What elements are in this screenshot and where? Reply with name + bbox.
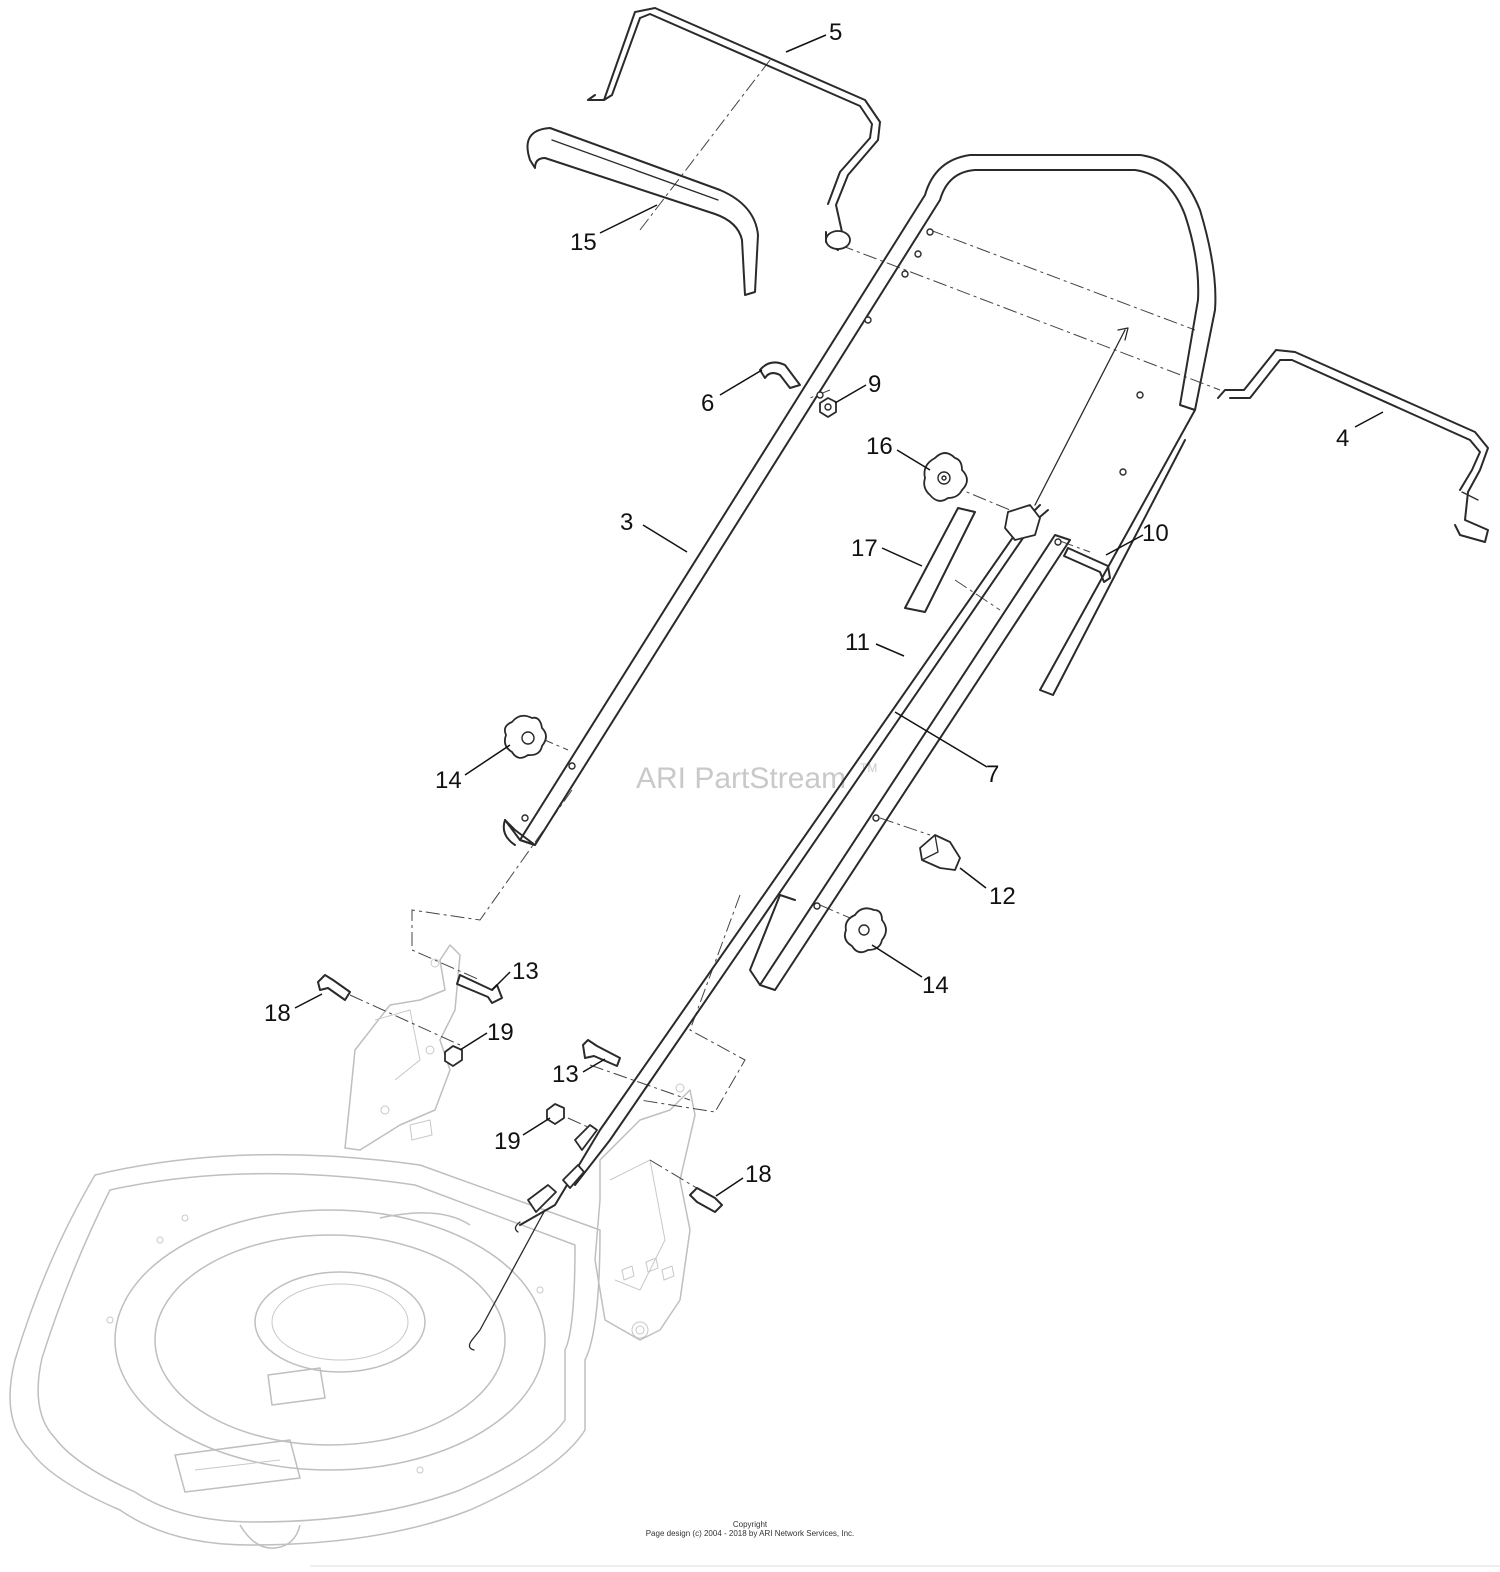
callout-label: 12 [989,883,1016,910]
callout-label: 6 [701,390,714,417]
callout-labels: 5 15 6 9 4 16 3 10 17 11 7 14 12 14 13 1… [264,19,1349,1188]
part-18-pin-left [317,974,351,1001]
callout-label: 10 [1142,520,1169,547]
callout-label: 11 [845,629,870,656]
callout-label: 13 [552,1061,579,1088]
part-4-lower-bail [1217,349,1489,543]
callout-label: 16 [866,433,893,460]
footer-page-design: Page design (c) 2004 - 2018 by ARI Netwo… [645,1529,855,1538]
part-7-lower-handle [749,534,1071,991]
callout-label: 19 [487,1019,514,1046]
part-9-nut [819,397,837,418]
callout-label: 7 [986,761,999,788]
callout-label: 18 [745,1161,772,1188]
part-10-bolt [1063,547,1111,583]
watermark-tm: TM [860,761,877,775]
callout-label: 18 [264,1000,291,1027]
cable-clip-upper [1004,504,1041,541]
part-12-cable-clip [919,834,961,871]
part-13-bolt-upper [456,974,503,1004]
left-handle-bracket [344,944,461,1151]
part-15-handle-grip [526,127,759,296]
leader-lines [294,34,1384,1197]
right-handle-bracket [594,1083,696,1341]
part-19-nut-lower [546,1103,565,1125]
part-13-bolt-lower [582,1039,621,1067]
callout-label: 14 [922,972,949,999]
part-5-upper-bail [587,7,881,251]
callout-label: 9 [868,371,881,398]
part-16-knob [923,452,968,502]
callout-label: 5 [829,19,842,46]
callout-label: 4 [1336,425,1349,452]
callout-label: 15 [570,229,597,256]
mower-deck [9,1153,601,1549]
part-14-knob-left [503,714,547,759]
part-6-cable-tie [759,361,801,389]
part-19-nut-upper [444,1045,463,1067]
callout-label: 17 [851,535,878,562]
callout-label: 3 [620,509,633,536]
center-lines [349,59,1221,1191]
part-3-upper-handle [502,154,1217,846]
part-17-spacer [904,507,976,613]
callout-label: 14 [435,767,462,794]
part-14-knob-right [843,907,887,954]
callout-label: 19 [494,1128,521,1155]
watermark: ARI PartStream [636,762,846,795]
part-18-pin-right [689,1187,723,1213]
part-11-control-cable [468,329,1126,1351]
callout-label: 13 [512,958,539,985]
footer-copyright: Copyright [732,1520,768,1529]
